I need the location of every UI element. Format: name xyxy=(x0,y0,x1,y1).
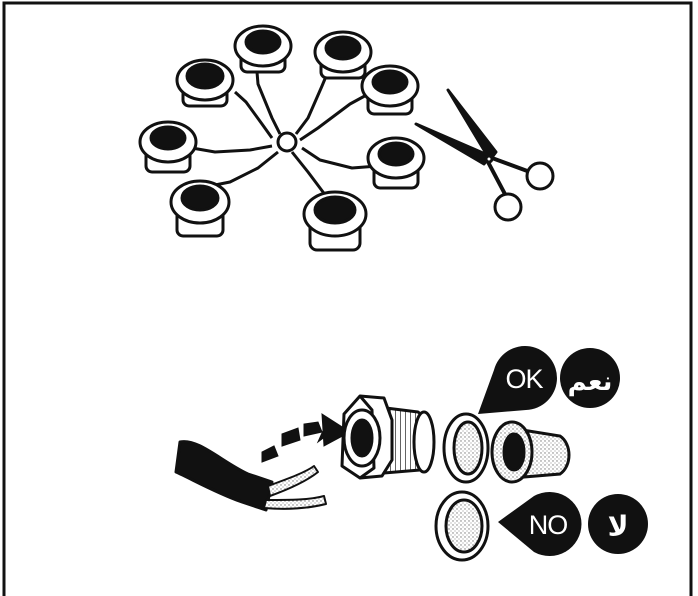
ok-label: OK xyxy=(505,364,543,394)
no-callout: NO xyxy=(498,491,582,556)
grommet-sprue xyxy=(138,24,426,252)
grommet xyxy=(313,30,373,80)
sprue-runners xyxy=(191,59,379,207)
ok-arabic-badge: نعم xyxy=(560,348,620,408)
grommet xyxy=(169,179,231,238)
ok-arabic-label: نعم xyxy=(568,367,613,397)
cable-gland-body xyxy=(340,394,436,480)
grommet xyxy=(175,58,235,108)
grommet xyxy=(138,120,198,174)
grommet xyxy=(302,190,368,252)
grommet-insert xyxy=(490,420,571,484)
no-label: NO xyxy=(529,510,568,540)
ok-callout: OK xyxy=(478,346,557,414)
sprue-hub xyxy=(276,131,298,153)
grommet xyxy=(366,136,426,190)
no-arabic-badge: لا xyxy=(588,494,648,554)
insert-arrow-icon xyxy=(261,413,351,463)
grommet xyxy=(233,24,293,74)
grommet xyxy=(360,64,420,116)
wrong-washer xyxy=(434,490,490,562)
cable xyxy=(174,440,327,512)
scissors-icon xyxy=(414,88,555,222)
no-arabic-label: لا xyxy=(608,510,629,543)
sealing-washer xyxy=(442,412,490,484)
